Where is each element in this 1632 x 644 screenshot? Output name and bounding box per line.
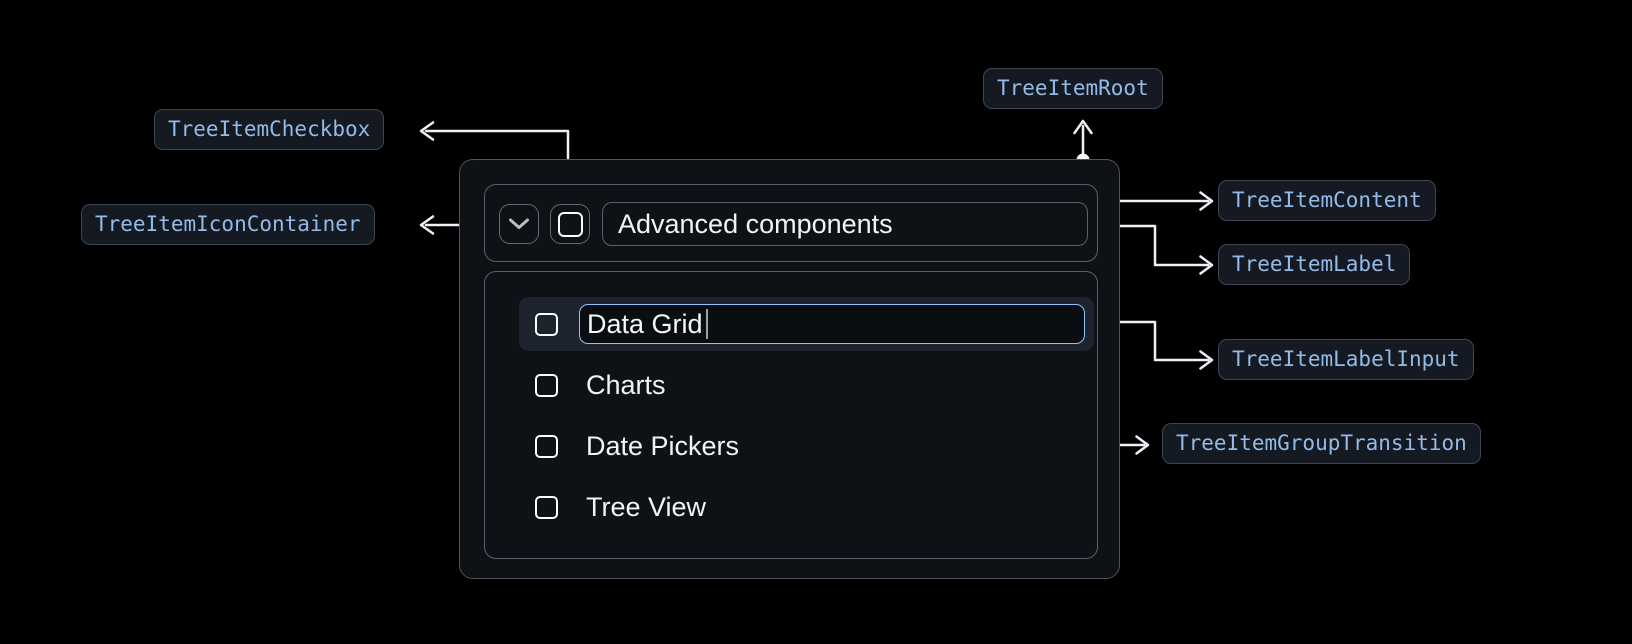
tree-item-row-editing[interactable]: Data Grid: [519, 297, 1094, 351]
text-caret: [705, 309, 709, 339]
tree-item-row[interactable]: Charts: [519, 358, 1094, 412]
checkbox-icon[interactable]: [535, 434, 558, 458]
tag-tree-item-icon-container: TreeItemIconContainer: [81, 204, 375, 245]
tag-tree-item-root: TreeItemRoot: [983, 68, 1163, 109]
tree-item-row[interactable]: Date Pickers: [519, 419, 1094, 473]
tag-tree-item-label: TreeItemLabel: [1218, 244, 1411, 285]
tree-item-checkbox[interactable]: [550, 204, 590, 244]
checkbox-icon: [557, 211, 583, 237]
tag-tree-item-checkbox: TreeItemCheckbox: [154, 109, 385, 150]
connector-tree-item-root: [1073, 119, 1093, 160]
tag-tree-item-label-input: TreeItemLabelInput: [1218, 339, 1474, 380]
expand-collapse-button[interactable]: [499, 204, 539, 244]
checkbox-icon[interactable]: [535, 373, 558, 397]
chevron-down-icon: [509, 218, 529, 229]
tree-item-row[interactable]: Tree View: [519, 480, 1094, 534]
tag-tree-item-content: TreeItemContent: [1218, 180, 1436, 221]
tree-item-label-text: Charts: [586, 369, 666, 400]
tree-item-label-input[interactable]: Data Grid: [579, 304, 1085, 344]
tree-item-group-transition: Data Grid Charts Date Pickers Tree View: [484, 271, 1098, 559]
tag-tree-item-group-transition: TreeItemGroupTransition: [1162, 423, 1481, 464]
tree-item-label-text: Advanced components: [618, 208, 893, 239]
checkbox-icon[interactable]: [535, 312, 558, 336]
label-input-value: Data Grid: [587, 308, 703, 339]
tree-item-root: Advanced components Data Grid Charts Dat…: [459, 159, 1120, 579]
tree-item-label-text: Tree View: [586, 491, 707, 522]
tree-item-content[interactable]: Advanced components: [484, 184, 1098, 262]
checkbox-icon[interactable]: [535, 495, 558, 519]
tree-item-label-text: Date Pickers: [586, 430, 740, 461]
tree-item-label[interactable]: Advanced components: [602, 202, 1088, 246]
